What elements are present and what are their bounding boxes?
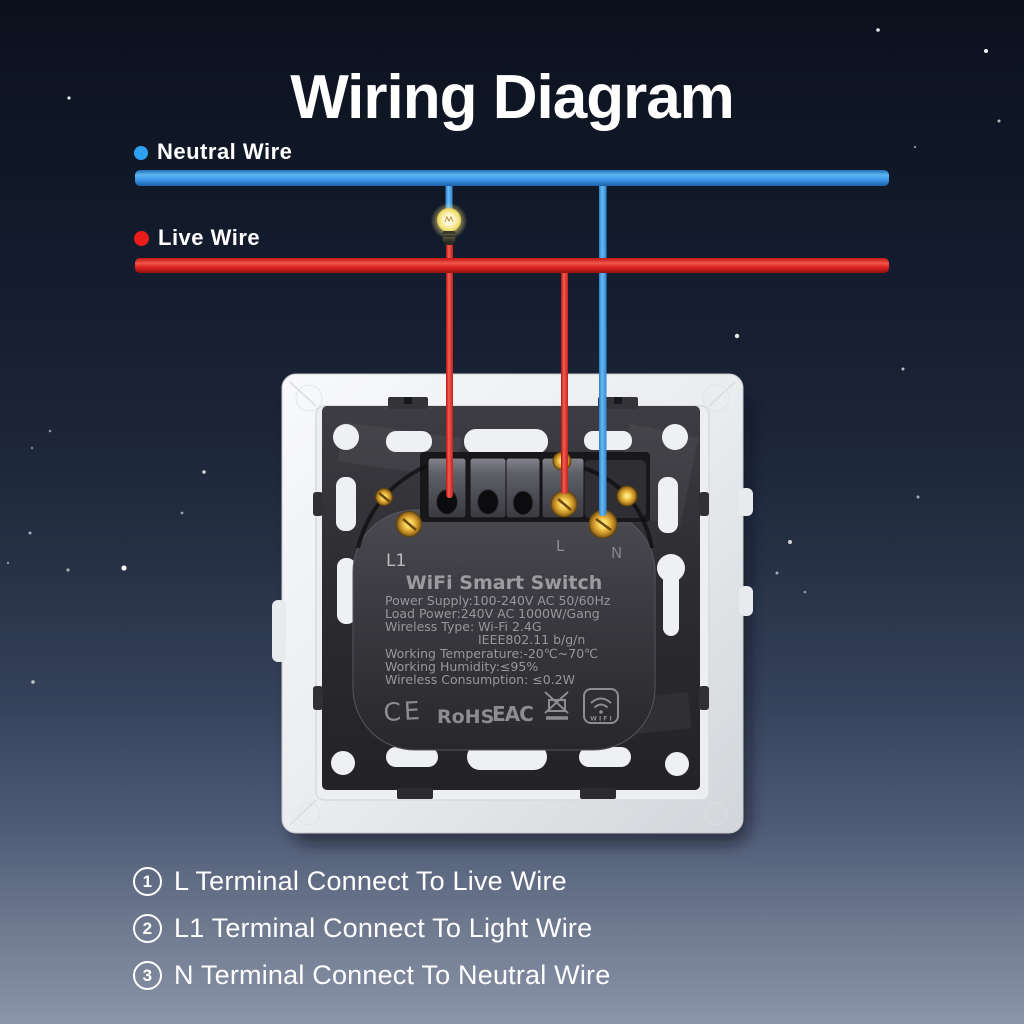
ce-mark: CE bbox=[383, 696, 424, 727]
svg-text:Power Supply:100-240V AC 50/60: Power Supply:100-240V AC 50/60Hz bbox=[385, 593, 611, 608]
instruction-text: L1 Terminal Connect To Light Wire bbox=[174, 913, 593, 943]
live-wire-to-l-terminal bbox=[561, 262, 568, 494]
svg-text:Working Humidity:≤95%: Working Humidity:≤95% bbox=[385, 659, 538, 674]
smart-switch-device: L1 L N WiFi Smart Switch Power Supply:10… bbox=[272, 373, 753, 845]
circled-number-2: 2 bbox=[133, 914, 162, 943]
instruction-l-terminal: 1 L Terminal Connect To Live Wire bbox=[133, 866, 610, 897]
module-title: WiFi Smart Switch bbox=[406, 572, 603, 594]
rohs-mark: RoHS bbox=[437, 706, 494, 728]
instruction-n-terminal: 3 N Terminal Connect To Neutral Wire bbox=[133, 960, 610, 991]
weee-bin-icon bbox=[544, 691, 569, 720]
light-bulb bbox=[426, 198, 472, 245]
eac-mark: EAC bbox=[492, 702, 533, 726]
live-wire-label: Live Wire bbox=[158, 225, 261, 250]
svg-text:Wireless Consumption: ≤0.2W: Wireless Consumption: ≤0.2W bbox=[385, 672, 575, 687]
svg-text:Working Temperature:-20℃~70℃: Working Temperature:-20℃~70℃ bbox=[385, 646, 598, 661]
certification-logos: CE RoHS EAC W I F I bbox=[383, 688, 619, 728]
wifi-icon: W I F I bbox=[583, 688, 619, 724]
terminal-label-l1: L1 bbox=[386, 551, 406, 571]
instruction-l1-terminal: 2 L1 Terminal Connect To Light Wire bbox=[133, 913, 610, 944]
instruction-list: 1 L Terminal Connect To Live Wire 2 L1 T… bbox=[133, 866, 610, 991]
neutral-wire-to-n-terminal bbox=[599, 178, 607, 516]
neutral-wire-dot bbox=[134, 146, 148, 160]
neutral-wire-label: Neutral Wire bbox=[157, 139, 293, 164]
module-text: WiFi Smart Switch Power Supply:100-240V … bbox=[385, 572, 611, 687]
bracket-cutouts bbox=[331, 424, 689, 776]
svg-text:Wireless Type: Wi-Fi 2.4G: Wireless Type: Wi-Fi 2.4G bbox=[385, 619, 542, 634]
instruction-text: L Terminal Connect To Live Wire bbox=[174, 866, 567, 896]
light-wire-to-l1-terminal bbox=[446, 242, 453, 498]
svg-text:IEEE802.11 b/g/n: IEEE802.11 b/g/n bbox=[478, 632, 585, 647]
neutral-line bbox=[135, 170, 889, 186]
terminal-label-n: N bbox=[611, 544, 622, 562]
live-wire-dot bbox=[134, 231, 149, 246]
live-line bbox=[135, 258, 889, 273]
stars bbox=[6, 28, 1001, 684]
terminal-label-l: L bbox=[556, 537, 565, 555]
page-title: Wiring Diagram bbox=[290, 62, 735, 132]
instruction-text: N Terminal Connect To Neutral Wire bbox=[174, 960, 611, 990]
svg-text:Load Power:240V AC 1000W/Gang: Load Power:240V AC 1000W/Gang bbox=[385, 606, 600, 621]
circled-number-1: 1 bbox=[133, 867, 162, 896]
svg-text:W I F I: W I F I bbox=[590, 716, 611, 723]
switch-module: L1 L N WiFi Smart Switch Power Supply:10… bbox=[352, 451, 656, 751]
circled-number-3: 3 bbox=[133, 961, 162, 990]
wires bbox=[135, 170, 889, 516]
